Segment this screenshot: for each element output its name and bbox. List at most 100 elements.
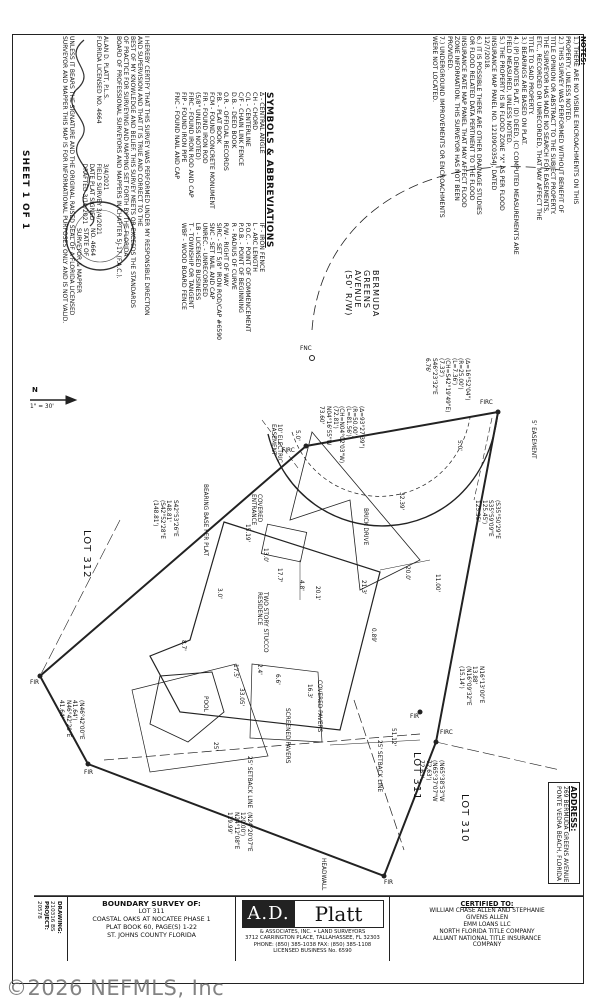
- cul-de-sac-curve: [267, 411, 499, 527]
- curve-line: (∆=93°27'39"): [358, 406, 364, 449]
- notes-line: ETC., RECORDED OR UNRECORDED, THAT MAY A…: [534, 36, 542, 221]
- drafted-date: DRAFTED 3/10/2021: [81, 163, 88, 225]
- survey-line: LOT 311: [138, 908, 165, 915]
- curve-line: 6.76': [424, 358, 431, 373]
- dim-value: 15.19': [244, 524, 250, 543]
- bearing-line: (N65°37'07"W: [431, 760, 438, 802]
- mls-watermark: ©2026 NEFMLS, Inc: [6, 976, 225, 1000]
- notes-line: 3.) BEARINGS ARE BASED ON PLAT.: [519, 36, 527, 146]
- symbol-item: UNREC. - UNRECORDED: [201, 222, 209, 297]
- street-line: (50' R/W): [344, 270, 353, 317]
- dim-value: 51.12': [390, 728, 396, 747]
- lot-312-label: LOT 312: [81, 530, 92, 579]
- screened-pavers-label: SCREENED PAVERS: [284, 708, 290, 764]
- setback-label-front: 25' SETBACK LINE: [246, 756, 252, 809]
- residence-line: TWO STORY STUCCO: [262, 592, 268, 653]
- curve-line: 73.60': [318, 406, 325, 425]
- symbol-item: O.R. - OFFICIAL RECORDS: [222, 92, 230, 171]
- marker-fir-4: [417, 709, 423, 715]
- notes-line: THE SURVEYOR HAS MADE NO SEARCH FOR EASE…: [541, 36, 549, 214]
- survey-line: ST. JOHNS COUNTY FLORIDA: [107, 932, 196, 939]
- dim-value: 17.7': [276, 568, 282, 583]
- cert-line: AND SUPERVISION AND THAT IT IS TRUE AND …: [136, 36, 143, 227]
- scale-label: 1" = 30': [30, 404, 54, 410]
- cert-line: BOARD OF PROFESSIONAL SURVEYORS AND MAPP…: [115, 36, 122, 279]
- curve-line: (72.81'): [331, 406, 338, 429]
- curve-line: (CH=N04°02'03"W): [338, 406, 345, 464]
- notes-block: NOTES: 1.) THERE ARE NO VISIBLE ENCROACH…: [430, 36, 587, 336]
- address-line: PONTE VEDRA BEACH, FLORIDA: [554, 786, 562, 881]
- notes-line: 2.) THIS SURVEY WAS PERFORMED WITHOUT BE…: [556, 36, 564, 214]
- bearing-base-label: BEARING BASE PER PLAT: [202, 484, 208, 557]
- street-label: BERMUDA GREENS AVENUE (50' R/W): [344, 270, 380, 317]
- marker-fir-label: FIR: [384, 880, 394, 886]
- title-block: DRAWING: 210316 BS PROJECT: 20578 BOUNDA…: [34, 896, 584, 961]
- symbol-item: R/W - RIGHT OF WAY: [222, 222, 230, 287]
- bearing-line: S42°53'26"E: [172, 500, 178, 537]
- symbol-item: D.B. - DEED BOOK: [229, 92, 237, 149]
- dim-line-1: [379, 559, 431, 571]
- logo-ad: A.D.: [242, 901, 295, 927]
- signer-license: FLORIDA LICENSED NO. 4664: [95, 36, 102, 124]
- dim-value: 32.39': [398, 492, 404, 511]
- curve-line: (CH=S42°19'49"E): [444, 358, 451, 413]
- setback-label-rear: 25' SETBACK LINE: [376, 740, 382, 793]
- symbol-item: P.O.C. - POINT OF COMMENCEMENT: [243, 222, 251, 332]
- address-text: ADDRESS: 269 BERMUDA GREENS AVENUE PONTE…: [554, 786, 578, 882]
- field-survey-date: FIELD SURVEY 3/4/2021: [95, 163, 102, 235]
- dim-value: 21.3': [360, 580, 366, 595]
- curve-line: (R=25.00'): [457, 358, 464, 390]
- symbol-item: WBF - WOOD BOARD FENCE: [179, 222, 187, 310]
- notes-line: INSURANCE RATE MAP PANEL THAT MAY AFFECT…: [460, 36, 468, 208]
- marker-fir-2: [85, 761, 91, 767]
- covered-entrance-line: ENTRANCE: [250, 494, 256, 526]
- seal-text: NO. 4664 STATE OF SURVEYOR & MAPPER: [75, 228, 96, 293]
- notes-line: FIELD MEASURED, UNLESS NOTED.: [504, 36, 512, 145]
- bearing-line: 119.99': [226, 812, 233, 834]
- symbol-item: P.O.B. - POINT OF BEGINNING: [236, 222, 244, 313]
- line-s42-data: S42°53'26"E 148.81' (S42°52'28"E (148.81…: [152, 500, 178, 539]
- handwritten-signature: [71, 39, 95, 227]
- project-label: PROJECT:: [42, 901, 49, 930]
- marker-firc-label: FIRC: [440, 730, 453, 736]
- brick-drive-label: BRICK DRIVE: [362, 508, 368, 546]
- line-n24-data: (N24°20'07"E 120.00') N24°12'08"E 119.99…: [226, 812, 252, 852]
- symbols-col-2: IF - IRON FENCE L - ARC LENGTH P.O.C. - …: [173, 223, 265, 340]
- symbol-item: P.B. - PLAT BOOK: [215, 92, 223, 144]
- notes-line: 6.) IT IS POSSIBLE THERE ARE OTHER DRAIN…: [475, 36, 483, 215]
- validity-line: UNLESS IT BEARS THE SIGNATURE AND THE OR…: [68, 36, 75, 316]
- bearing-line: (S35°50'29"E: [494, 500, 500, 539]
- dim-value: 25': [212, 742, 218, 751]
- drawing-info-text: DRAWING: 210316 BS PROJECT: 20578: [36, 901, 62, 934]
- marker-fir-label: FIR: [410, 714, 420, 720]
- electric-easement-label: 10' ELECTRIC EASEMENT: [270, 424, 282, 463]
- dim-value: 4.8': [298, 580, 304, 591]
- signature-date: 3/4/2021: [102, 163, 109, 191]
- street-line: BERMUDA: [371, 270, 380, 318]
- curve-line: (∆=16°52'04"): [464, 358, 470, 401]
- curve-line: (L=81.56'): [344, 406, 351, 437]
- curve-line: N04°16'55"W: [325, 406, 332, 446]
- curve-1-data: (∆=16°52'04") (R=25.00') (L=7.36') (CH=S…: [424, 358, 470, 412]
- brick-drive-outline: [289, 431, 421, 591]
- symbol-item: FIP - FOUND IRON PIPE: [179, 92, 187, 163]
- marker-firc-2: [303, 443, 309, 449]
- five-ft-easement-line: [473, 417, 493, 501]
- surveyor-seal: [65, 201, 135, 271]
- dim-value: 13.0': [262, 548, 268, 563]
- line-n65-data: (N65°38'53"W (N65°37'07"W 72.63') 72.63': [418, 760, 444, 802]
- symbol-item: FCM - FOUND CONCRETE MONUMENT: [208, 92, 216, 209]
- symbol-item: FIR - FOUND IRON ROD: [201, 92, 209, 164]
- setback-line-front: [103, 733, 421, 761]
- residence-outline: [149, 521, 381, 731]
- symbols-col-1: ∆ - CENTRAL ANGLE CH - CHORD C/L - CENTE…: [173, 92, 265, 209]
- marker-firc-3: [433, 739, 439, 745]
- bearing-line: N16°13'00"E: [478, 666, 484, 704]
- symbol-item: CH - CHORD: [250, 92, 258, 131]
- marker-fir-label: FIR: [84, 770, 94, 776]
- certified-line: COMPANY: [472, 942, 502, 949]
- curve-2-data: (∆=93°27'39") (R=50.00') (L=81.56') (CH=…: [318, 406, 364, 463]
- lot-line-ext-312: [39, 519, 121, 677]
- bearing-line: (N65°38'53"W: [438, 760, 444, 802]
- dim-value: 20.0': [404, 566, 410, 581]
